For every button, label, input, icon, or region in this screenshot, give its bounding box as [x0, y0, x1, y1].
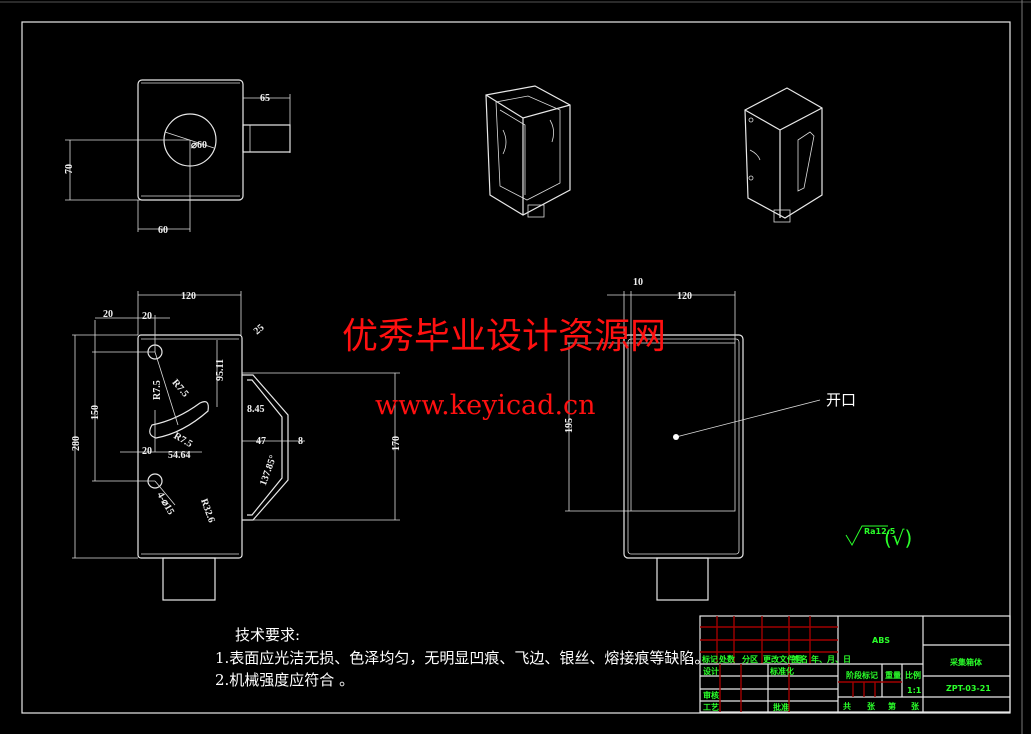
tb-sheet-no: 第	[888, 701, 896, 711]
tb-sheets-total: 共	[843, 701, 851, 711]
tb-material: ABS	[872, 636, 890, 645]
tb-design: 设计	[703, 666, 719, 676]
roughness-value: Ra12.5	[864, 527, 896, 536]
dim-54-64: 54.64	[168, 450, 191, 461]
tb-scale-label: 比例	[905, 670, 921, 680]
title-block: 标记 处数 分区 更改文件号 签名 年、月、日 设计 标准化 审核 工艺 批准 …	[699, 615, 1011, 713]
top-view: 65 70 60 ⌀60	[64, 79, 291, 236]
tb-review: 审核	[703, 690, 719, 700]
tb-part-name: 采集箱体	[949, 657, 983, 667]
dim-r7-5-a: R7.5	[152, 380, 163, 400]
tb-sheets-unit1: 张	[867, 702, 876, 711]
tech-requirements-title: 技术要求:	[235, 626, 300, 644]
tb-header-count: 处数	[718, 654, 736, 664]
tb-header-change-doc: 更改文件号	[763, 654, 803, 664]
tb-header-mark: 标记	[701, 654, 718, 664]
tb-stage: 阶段标记	[846, 670, 878, 680]
dim-r32-6: R32.6	[198, 497, 217, 524]
dim-20-c: 20	[142, 446, 152, 457]
tb-approve: 批准	[773, 702, 789, 712]
dim-120: 120	[181, 291, 196, 302]
dim-60: 60	[158, 225, 168, 236]
drawing-frame	[21, 21, 1011, 714]
opening-label: 开口	[826, 391, 856, 409]
tb-header-sign: 签名	[791, 654, 808, 664]
roughness-general: (√)	[884, 526, 912, 550]
tb-header-date: 年、月、日	[811, 654, 851, 664]
surface-roughness-symbol: Ra12.5 (√)	[845, 525, 912, 550]
tb-drawing-no: ZPT-03-21	[946, 684, 991, 693]
tb-process: 工艺	[703, 702, 719, 712]
dim-r7-5-c: R7.5	[172, 431, 195, 450]
dim-8: 8	[298, 436, 303, 447]
dim-47: 47	[256, 436, 266, 447]
opening-marker-dot	[673, 434, 679, 440]
dim-dia60: ⌀60	[191, 140, 207, 151]
isometric-view-open	[485, 85, 571, 218]
dim-150: 150	[90, 405, 101, 420]
dim-170: 170	[391, 436, 402, 451]
watermark-url: www.keyicad.cn	[375, 390, 596, 421]
dim-25: 25	[252, 322, 267, 337]
tb-scale: 1:1	[907, 686, 922, 695]
tech-requirement-1: 1.表面应光洁无损、色泽均匀，无明显凹痕、飞边、银丝、熔接痕等缺陷。	[215, 649, 709, 667]
tb-header-zone: 分区	[742, 654, 758, 664]
dim-70: 70	[64, 164, 75, 174]
dim-angle: 137.85°	[258, 454, 279, 487]
watermark-title: 优秀毕业设计资源网	[342, 316, 666, 357]
dim-8-45: 8.45	[247, 404, 265, 415]
tb-standardize: 标准化	[769, 666, 794, 676]
dim-195: 195	[564, 418, 575, 433]
tb-sheets-unit2: 张	[911, 702, 920, 711]
dim-10: 10	[633, 277, 643, 288]
tech-requirement-2: 2.机械强度应符合 。	[215, 671, 354, 689]
dim-20-b: 20	[142, 311, 152, 322]
side-view: 10 120 195 开口	[564, 277, 856, 601]
dim-side-120: 120	[677, 291, 692, 302]
dim-65: 65	[260, 93, 270, 104]
isometric-view-closed	[744, 87, 823, 223]
dim-95-11: 95.11	[215, 359, 226, 381]
tb-weight: 重量	[885, 670, 901, 680]
dim-20-a: 20	[103, 309, 113, 320]
dim-r7-5-b: R7.5	[169, 377, 190, 399]
dim-280: 280	[71, 436, 82, 451]
dim-holes: 4-⌀15	[154, 490, 176, 517]
